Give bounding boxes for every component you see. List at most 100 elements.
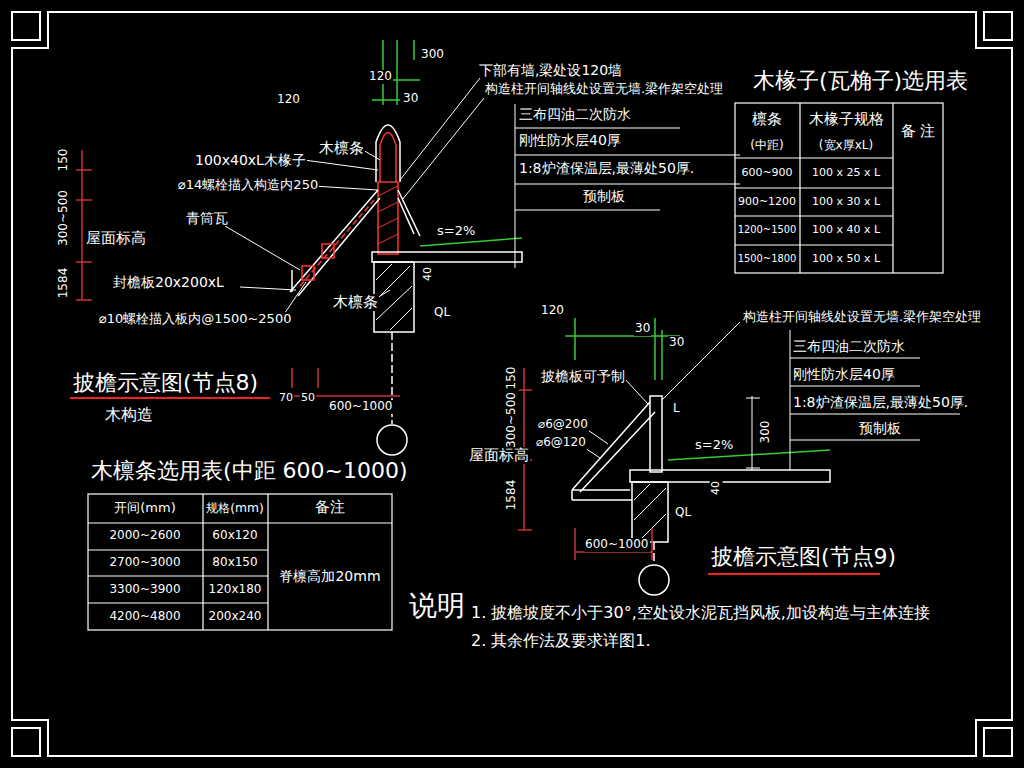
part-name: 100x40xL木椽子: [194, 152, 307, 168]
part-name: 披檐板可予制: [540, 368, 626, 384]
dimension: 300: [759, 420, 773, 445]
purlin-table-grid: [88, 494, 392, 630]
dimension: 30: [402, 92, 419, 106]
table-cell: 2700~3000: [108, 556, 181, 570]
eave-detail-8-part: [376, 264, 412, 330]
slope-label: s=2%: [694, 438, 734, 453]
eave-detail-8-part: [377, 425, 407, 455]
table-cell: 900~1200: [737, 196, 797, 209]
eave-detail-8-part: [322, 244, 334, 258]
annotation: 三布四油二次防水: [792, 338, 906, 354]
table-cell: 1200~1500: [737, 224, 798, 235]
part-name: ⌀14螺栓描入构造内250: [177, 178, 319, 193]
table-cell: 木椽子规格: [808, 111, 885, 128]
annotation: 下部有墙,梁处设120墙: [478, 62, 623, 78]
dimension: 30: [634, 322, 651, 336]
eave-detail-8-part: [372, 252, 522, 262]
annotation: 构造柱开间轴线处设置无墙.梁作架空处理: [484, 82, 724, 97]
eave-detail-8-part: [302, 266, 314, 280]
dimension: 600~1000: [328, 400, 394, 414]
dimension: 600~1000: [584, 538, 650, 552]
rebar-label: ⌀6@120: [535, 436, 587, 450]
slope-label: s=2%: [436, 224, 476, 239]
dimension: 120: [540, 304, 565, 318]
eave-detail-9-part: [746, 396, 760, 470]
annotation: 刚性防水层40厚: [518, 132, 622, 148]
drawing-frame: [12, 12, 1012, 756]
drawing-frame-part: [12, 12, 1012, 756]
dimension: L: [672, 402, 681, 416]
eave-detail-8-part: [70, 397, 270, 399]
dimension: 1584: [505, 479, 519, 512]
detail-title: 披檐示意图(节点9): [710, 544, 897, 569]
note-text: 2. 其余作法及要求详图1.: [470, 632, 652, 650]
dimension: 30: [668, 336, 685, 350]
eave-detail-9-part: [634, 484, 666, 540]
eave-detail-8-part: [374, 262, 414, 332]
part-name: 封檐板20x200xL: [112, 274, 225, 290]
part-name: QL: [674, 506, 692, 520]
table-cell: 60x120: [211, 529, 258, 543]
dimension: 1584: [57, 267, 71, 300]
annotation: 1:8炉渣保温层,最薄处50厚.: [518, 160, 695, 176]
table-cell: 脊檩高加20mm: [278, 568, 381, 584]
eave-detail-9-part: [639, 565, 669, 595]
rafter-table-grid-part: [735, 103, 893, 273]
table-cell: 120x180: [208, 583, 263, 597]
table-cell: 100 x 40 x L: [811, 224, 881, 237]
part-name: 木檩条: [318, 140, 365, 157]
eave-detail-8: [70, 40, 740, 455]
part-name: ⌀10螺栓描入板内@1500~2500: [98, 312, 292, 327]
eave-detail-9-part: [632, 482, 668, 542]
detail-title: 披檐示意图(节点8): [72, 370, 259, 395]
table-cell: 备注: [314, 499, 346, 516]
elevation-label: 屋面标高: [468, 447, 530, 464]
eave-detail-8-part: [378, 186, 398, 244]
table-cell: 100 x 25 x L: [811, 167, 881, 180]
table-cell: 100 x 50 x L: [811, 253, 881, 266]
dimension: 150: [57, 148, 71, 173]
dimension: 120: [276, 93, 301, 107]
table-cell: 开间(mm): [113, 501, 176, 516]
annotation: 预制板: [582, 188, 626, 204]
table-cell: 1500~1800: [737, 253, 798, 264]
table-cell: 规格(mm): [205, 501, 264, 515]
eave-detail-9-part: [653, 542, 655, 564]
dimension: 40: [422, 266, 435, 282]
annotation: 预制板: [858, 420, 902, 436]
dimension: 300: [420, 48, 445, 62]
eave-detail-9-part: [668, 450, 830, 460]
dimension: 50: [300, 392, 316, 405]
eave-detail-9-part: [572, 402, 655, 500]
purlin-table-grid-part: [88, 494, 392, 630]
eave-detail-9-part: [630, 470, 830, 482]
table-cell: 80x150: [211, 556, 258, 570]
rebar-label: ⌀6@200: [537, 418, 589, 432]
eave-detail-9-part: [575, 528, 652, 560]
rafter-table-grid-part: [735, 103, 943, 273]
annotation: 1:8炉渣保温层,最薄处50厚.: [792, 394, 969, 410]
dimension: 40: [710, 480, 723, 496]
eave-detail-8-part: [225, 78, 484, 320]
notes-heading: 说明: [408, 590, 466, 622]
eave-detail-8-part: [515, 104, 740, 268]
eave-detail-8-part: [376, 125, 400, 182]
table-cell: 檩条: [751, 111, 783, 128]
table-cell: 200x240: [208, 610, 263, 624]
purlin-table-grid-part: [88, 494, 392, 630]
elevation-label: 屋面标高: [85, 230, 147, 247]
part-name: 木檩条: [332, 294, 379, 311]
note-text: 1. 披檐坡度不小于30°,空处设水泥瓦挡风板,加设构造与主体连接: [470, 604, 931, 622]
eave-detail-9-part: [582, 322, 740, 458]
table-cell: (宽x厚xL): [818, 139, 874, 153]
eave-detail-8-part: [290, 190, 380, 296]
dimension: 70: [278, 392, 294, 405]
dimension: 300~500: [57, 189, 71, 247]
eave-detail-8-part: [76, 150, 92, 300]
annotation: 三布四油二次防水: [518, 106, 632, 122]
part-name: QL: [433, 306, 451, 320]
table-cell: 100 x 30 x L: [811, 196, 881, 209]
table-cell: 3300~3900: [108, 583, 181, 597]
drawing-frame-part: [12, 12, 1012, 756]
part-name: 青筒瓦: [185, 210, 229, 226]
